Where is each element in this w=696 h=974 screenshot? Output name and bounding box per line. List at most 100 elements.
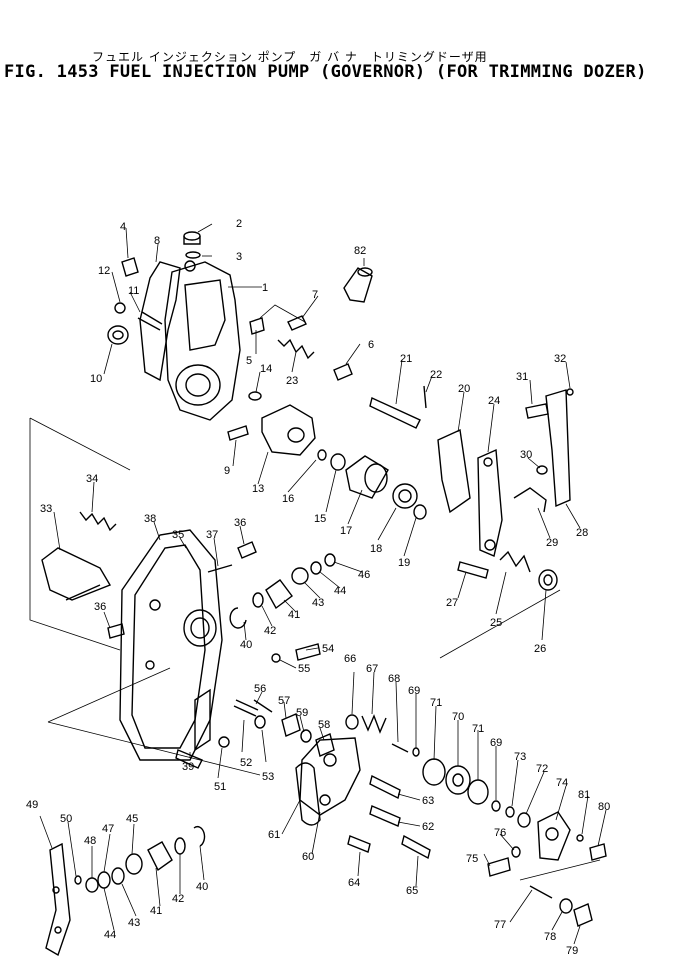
part-label: 19 bbox=[398, 557, 410, 569]
part-label: 67 bbox=[366, 663, 378, 675]
part-label: 3 bbox=[236, 251, 242, 263]
part-label: 5 bbox=[246, 355, 252, 367]
part-label: 30 bbox=[520, 449, 532, 461]
part-label: 80 bbox=[598, 801, 610, 813]
part-label: 41 bbox=[288, 609, 300, 621]
part-label: 40 bbox=[196, 881, 208, 893]
part-label: 37 bbox=[206, 529, 218, 541]
part-label: 20 bbox=[458, 383, 470, 395]
part-label: 54 bbox=[322, 643, 334, 655]
part-label: 61 bbox=[268, 829, 280, 841]
part-label: 1 bbox=[262, 282, 268, 294]
part-label: 15 bbox=[314, 513, 326, 525]
part-label: 18 bbox=[370, 543, 382, 555]
part-label: 62 bbox=[422, 821, 434, 833]
part-label: 26 bbox=[534, 643, 546, 655]
part-label: 42 bbox=[172, 893, 184, 905]
part-label: 52 bbox=[240, 757, 252, 769]
part-label: 60 bbox=[302, 851, 314, 863]
part-label: 59 bbox=[296, 707, 308, 719]
part-label: 24 bbox=[488, 395, 500, 407]
part-label: 44 bbox=[104, 929, 116, 941]
part-label: 13 bbox=[252, 483, 264, 495]
part-label: 11 bbox=[128, 285, 139, 297]
part-label: 40 bbox=[240, 639, 252, 651]
part-label: 68 bbox=[388, 673, 400, 685]
part-label: 65 bbox=[406, 885, 418, 897]
part-label: 43 bbox=[128, 917, 140, 929]
part-label: 16 bbox=[282, 493, 294, 505]
part-label: 42 bbox=[264, 625, 276, 637]
part-label: 6 bbox=[368, 339, 374, 351]
upper-housing-drawing bbox=[107, 231, 427, 456]
part-label: 2 bbox=[236, 218, 242, 230]
sleeve-row-drawing bbox=[317, 388, 574, 591]
part-label: 27 bbox=[446, 597, 458, 609]
part-label: 47 bbox=[102, 823, 114, 835]
part-label: 36 bbox=[234, 517, 246, 529]
link-group-drawing bbox=[29, 417, 131, 651]
part-label: 12 bbox=[98, 265, 110, 277]
part-label: 66 bbox=[344, 653, 356, 665]
part-label: 31 bbox=[516, 371, 528, 383]
part-label: 73 bbox=[514, 751, 526, 763]
part-label: 44 bbox=[334, 585, 346, 597]
part-label: 8 bbox=[154, 235, 160, 247]
bracket-group-drawing bbox=[218, 643, 431, 860]
part-label: 36 bbox=[94, 601, 106, 613]
part-label: 49 bbox=[26, 799, 38, 811]
part-label: 38 bbox=[144, 513, 156, 525]
part-label: 78 bbox=[544, 931, 556, 943]
part-label: 50 bbox=[60, 813, 72, 825]
part-label: 63 bbox=[422, 795, 434, 807]
part-label: 71 bbox=[472, 723, 484, 735]
figure-title: FIG. 1453 FUEL INJECTION PUMP (GOVERNOR)… bbox=[4, 62, 647, 82]
part-label: 79 bbox=[566, 945, 578, 957]
part-label: 69 bbox=[490, 737, 502, 749]
part-label: 48 bbox=[84, 835, 96, 847]
part-label: 29 bbox=[546, 537, 558, 549]
part-label: 70 bbox=[452, 711, 464, 723]
bottom-left-drawing bbox=[45, 667, 261, 957]
part-label: 77 bbox=[494, 919, 506, 931]
part-label: 56 bbox=[254, 683, 266, 695]
part-label: 64 bbox=[348, 877, 360, 889]
part-label: 46 bbox=[358, 569, 370, 581]
part-label: 41 bbox=[150, 905, 162, 917]
part-label: 7 bbox=[312, 289, 318, 301]
lower-case-drawing bbox=[107, 529, 336, 769]
part-label: 9 bbox=[224, 465, 230, 477]
japanese-title: フュエル インジェクション ポンプ ガ バ ナ トリミングドーザ用 bbox=[92, 50, 488, 64]
part-label: 72 bbox=[536, 763, 548, 775]
part-label: 81 bbox=[578, 789, 590, 801]
part-label: 28 bbox=[576, 527, 588, 539]
part-label: 82 bbox=[354, 245, 366, 257]
part-label: 55 bbox=[298, 663, 310, 675]
part-label: 39 bbox=[182, 761, 194, 773]
right-row-drawing bbox=[345, 589, 607, 927]
part-label: 71 bbox=[430, 697, 442, 709]
part-label: 35 bbox=[172, 529, 184, 541]
part-label: 69 bbox=[408, 685, 420, 697]
part-label: 14 bbox=[260, 363, 272, 375]
part-label: 4 bbox=[120, 221, 126, 233]
part-label: 23 bbox=[286, 375, 298, 387]
part-label: 45 bbox=[126, 813, 138, 825]
part-label: 32 bbox=[554, 353, 566, 365]
part-label: 51 bbox=[214, 781, 226, 793]
part-label: 21 bbox=[400, 353, 412, 365]
part-label: 75 bbox=[466, 853, 478, 865]
part-label: 22 bbox=[430, 369, 442, 381]
part-label: 53 bbox=[262, 771, 274, 783]
part-label: 74 bbox=[556, 777, 568, 789]
part-label: 33 bbox=[40, 503, 52, 515]
part-label: 34 bbox=[86, 473, 98, 485]
leader-lines bbox=[39, 223, 607, 945]
part-label: 17 bbox=[340, 525, 352, 537]
part-label: 10 bbox=[90, 373, 102, 385]
part-label: 25 bbox=[490, 617, 502, 629]
part-labels: 1 2 3 4 5 6 7 8 9 10 11 12 13 14 15 16 1… bbox=[26, 218, 610, 957]
part-label: 58 bbox=[318, 719, 330, 731]
part-label: 76 bbox=[494, 827, 506, 839]
